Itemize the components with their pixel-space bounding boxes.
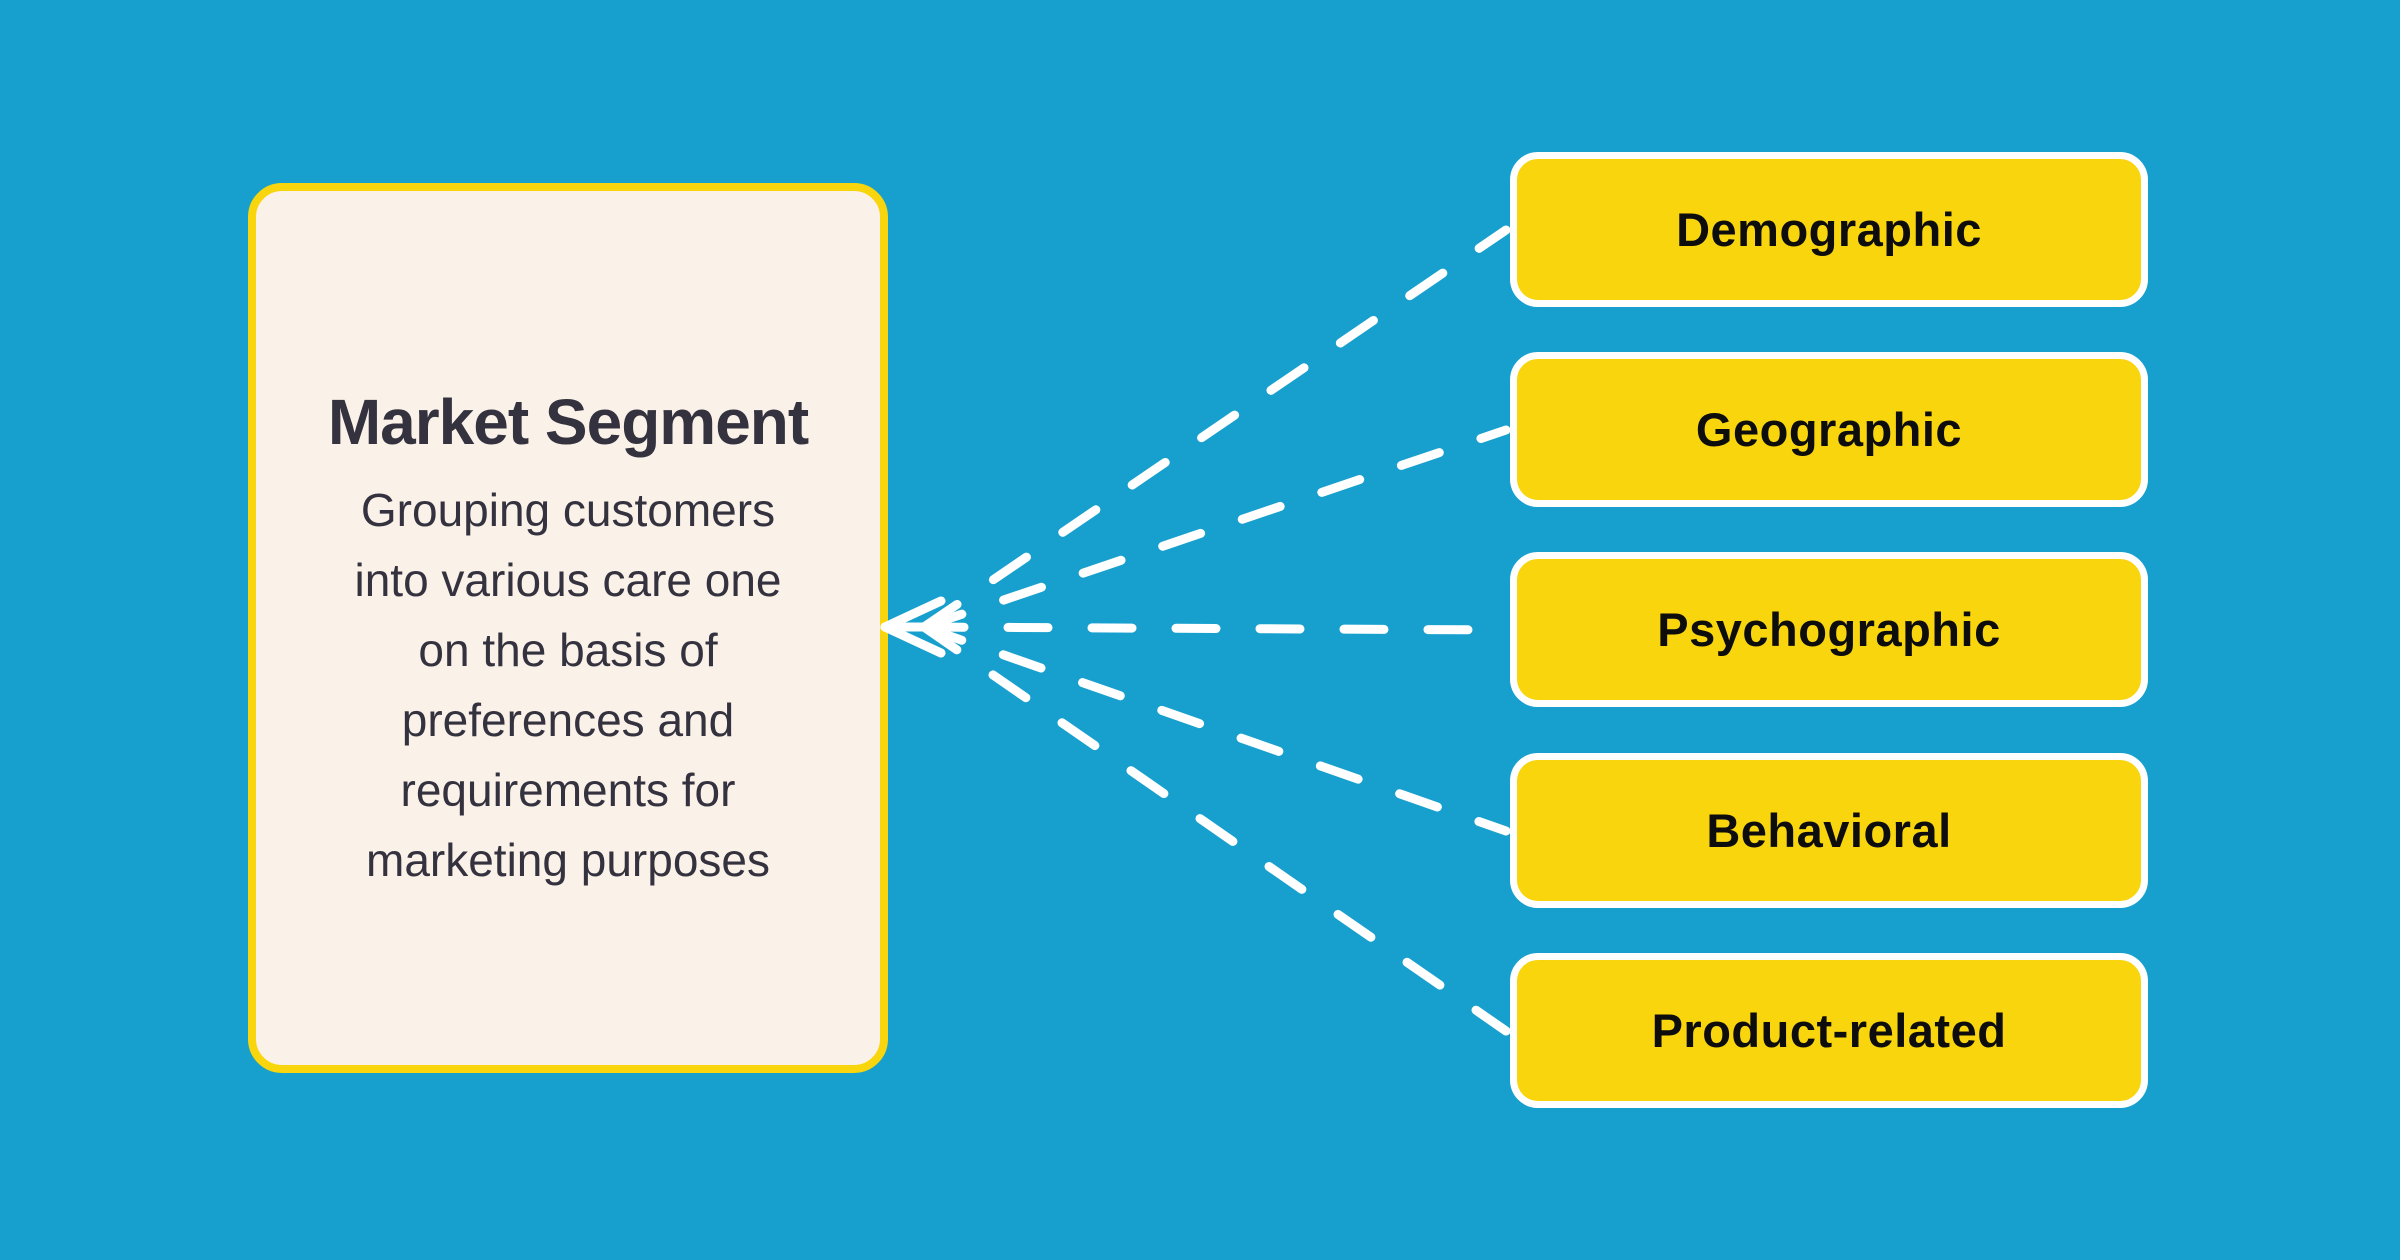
description-line: into various care one bbox=[354, 553, 782, 606]
description-line: on the basis of bbox=[418, 623, 718, 676]
node-label: Product-related bbox=[1651, 1004, 2007, 1057]
arrowhead-icon bbox=[880, 596, 946, 658]
description-line: preferences and bbox=[401, 693, 735, 746]
connector-demographic-line bbox=[919, 225, 1511, 632]
connector-product-related-line bbox=[919, 622, 1511, 1036]
node-behavioral: Behavioral bbox=[1510, 753, 2148, 908]
node-demographic: Demographic bbox=[1510, 152, 2148, 307]
node-geographic: Geographic bbox=[1510, 352, 2148, 507]
connector-geographic-line bbox=[919, 425, 1511, 632]
card-description: Grouping customers into various care one… bbox=[354, 475, 781, 895]
card-title: Market Segment bbox=[327, 386, 809, 458]
connector-psychographic-line bbox=[919, 622, 1511, 635]
market-segment-card: Market Segment Grouping customers into v… bbox=[248, 183, 888, 1073]
node-label: Behavioral bbox=[1706, 804, 1952, 857]
connector-behavioral-line bbox=[919, 622, 1511, 836]
node-label: Demographic bbox=[1676, 203, 1982, 256]
node-product-related: Product-related bbox=[1510, 953, 2148, 1108]
node-psychographic: Psychographic bbox=[1510, 552, 2148, 707]
description-line: Grouping customers bbox=[360, 483, 776, 536]
node-label: Geographic bbox=[1695, 403, 1963, 456]
description-line: requirements for bbox=[400, 763, 736, 816]
node-label: Psychographic bbox=[1657, 603, 2001, 656]
description-line: marketing purposes bbox=[366, 833, 770, 886]
